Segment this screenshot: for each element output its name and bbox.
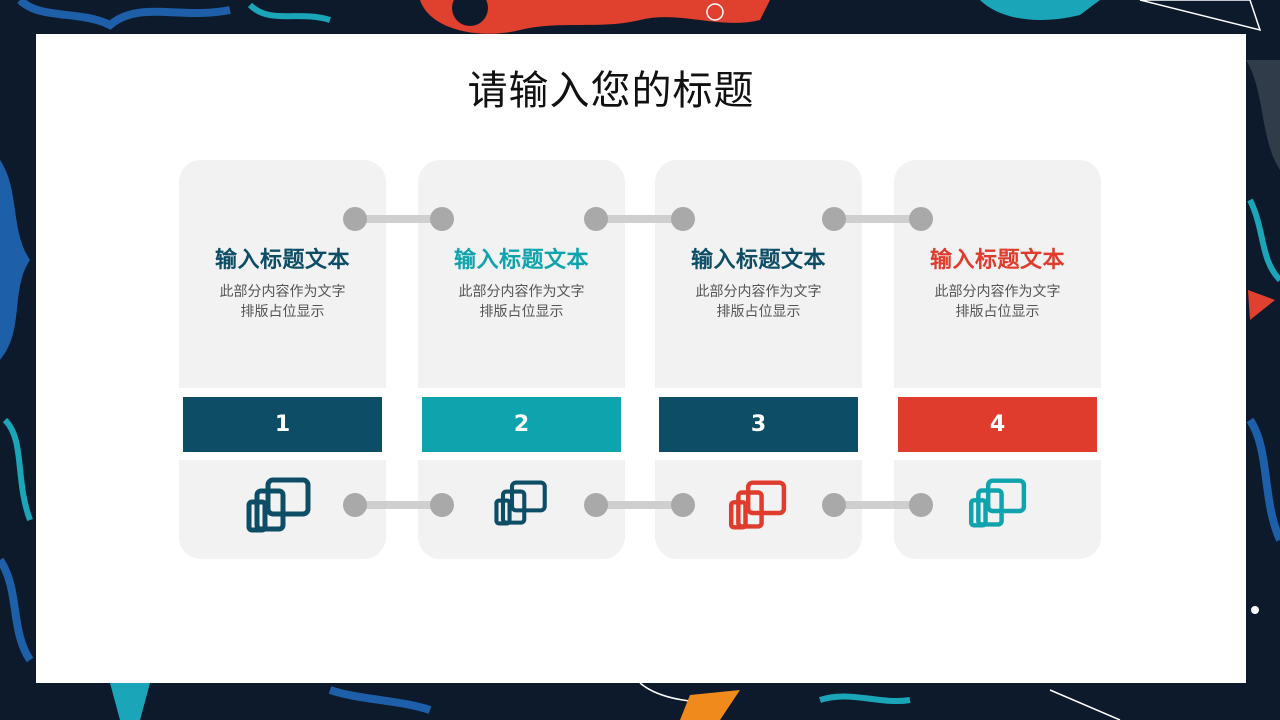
slide-canvas: 请输入您的标题 输入标题文本 此部分内容作为文字 排版占位显示 1 输入标题文本… bbox=[36, 34, 1246, 683]
card-description-line-1: 此部分内容作为文字 bbox=[934, 284, 1061, 300]
connector-top-1-2 bbox=[343, 207, 454, 231]
slide-title: 请输入您的标题 bbox=[467, 68, 755, 114]
card-description-line-2: 排版占位显示 bbox=[240, 304, 325, 320]
devices-icon bbox=[246, 477, 311, 533]
card-description: 此部分内容作为文字 排版占位显示 bbox=[179, 282, 386, 322]
connector-top-2-3 bbox=[584, 207, 695, 231]
card-description-line-1: 此部分内容作为文字 bbox=[219, 284, 346, 300]
card-heading: 输入标题文本 bbox=[453, 248, 589, 273]
devices-icon bbox=[728, 480, 787, 530]
step-number-bar-2: 2 bbox=[422, 397, 621, 452]
connector-bottom-2-3 bbox=[584, 493, 695, 517]
card-heading: 输入标题文本 bbox=[214, 248, 350, 273]
connector-bottom-3-4 bbox=[822, 493, 933, 517]
card-description-line-2: 排版占位显示 bbox=[716, 304, 801, 320]
card-description-line-2: 排版占位显示 bbox=[479, 304, 564, 320]
card-description-line-1: 此部分内容作为文字 bbox=[458, 284, 585, 300]
card-description: 此部分内容作为文字 排版占位显示 bbox=[418, 282, 625, 322]
card-heading: 输入标题文本 bbox=[929, 248, 1065, 273]
card-description: 此部分内容作为文字 排版占位显示 bbox=[655, 282, 862, 322]
devices-icon bbox=[968, 478, 1027, 528]
connector-top-3-4 bbox=[822, 207, 933, 231]
connector-bottom-1-2 bbox=[343, 493, 454, 517]
card-description-line-2: 排版占位显示 bbox=[955, 304, 1040, 320]
card-description-line-1: 此部分内容作为文字 bbox=[695, 284, 822, 300]
card-description: 此部分内容作为文字 排版占位显示 bbox=[894, 282, 1101, 322]
step-number-bar-4: 4 bbox=[898, 397, 1097, 452]
step-number-bar-1: 1 bbox=[183, 397, 382, 452]
devices-icon bbox=[494, 480, 547, 526]
card-heading: 输入标题文本 bbox=[690, 248, 826, 273]
step-number-bar-3: 3 bbox=[659, 397, 858, 452]
